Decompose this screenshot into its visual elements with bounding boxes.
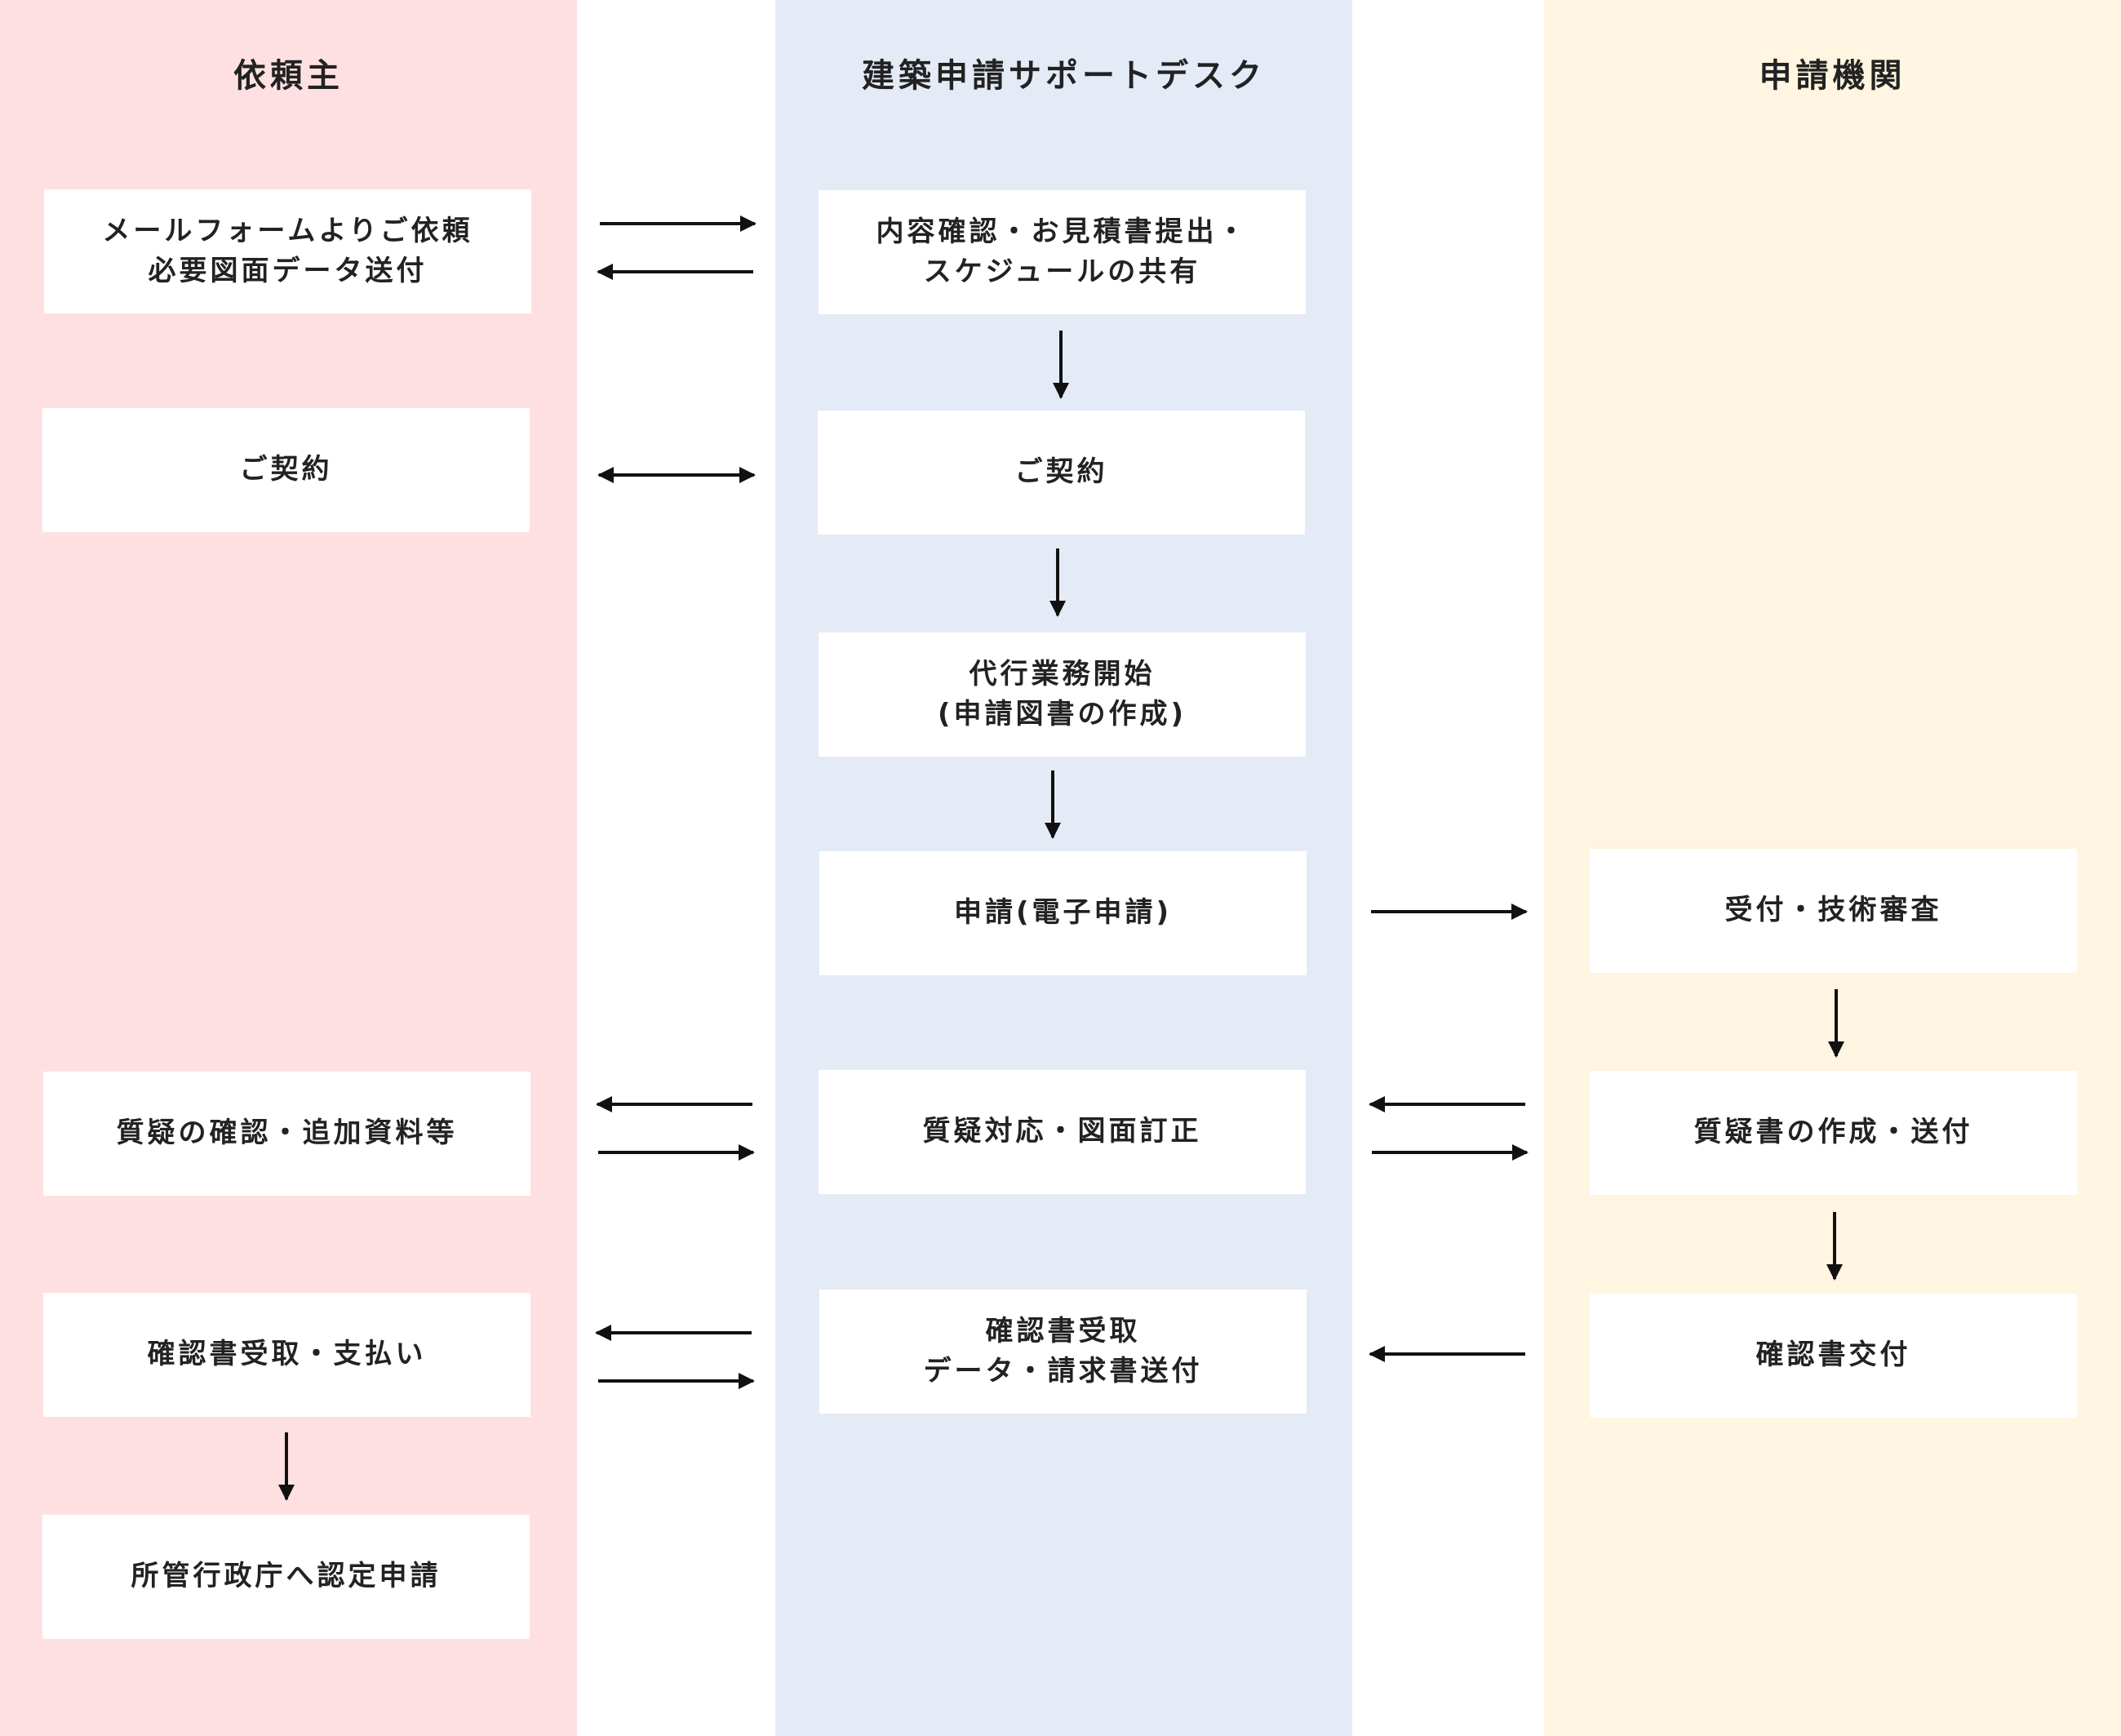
client-step-contract-box: ご契約 (42, 408, 530, 532)
agency-step-review-box: 受付・技術審査 (1590, 849, 2077, 973)
desk-step-answer-correction-box: 質疑対応・図面訂正 (819, 1070, 1306, 1194)
agency-lane-title: 申請機関 (1759, 57, 1906, 95)
client-step-questions-box: 質疑の確認・追加資料等 (43, 1072, 530, 1196)
client-lane-title: 依頼主 (233, 57, 344, 95)
client-step-receive-payment-box: 確認書受取・支払い (43, 1293, 530, 1417)
client-step-certification-box: 所管行政庁へ認定申請 (42, 1515, 530, 1639)
agency-step-issue-certificate-box: 確認書交付 (1590, 1294, 2077, 1418)
support-desk-lane-title: 建築申請サポートデスク (862, 57, 1266, 95)
desk-step-start-work-box: 代行業務開始 (申請図書の作成) (819, 633, 1306, 757)
desk-step-submission-box: 申請(電子申請) (819, 851, 1307, 975)
client-step-request-box: メールフォームよりご依頼 必要図面データ送付 (44, 189, 531, 313)
desk-step-send-documents-box: 確認書受取 データ・請求書送付 (819, 1290, 1307, 1414)
desk-step-review-estimate-box: 内容確認・お見積書提出・ スケジュールの共有 (819, 190, 1306, 314)
agency-step-questions-box: 質疑書の作成・送付 (1590, 1071, 2077, 1195)
desk-step-contract-box: ご契約 (818, 411, 1305, 535)
